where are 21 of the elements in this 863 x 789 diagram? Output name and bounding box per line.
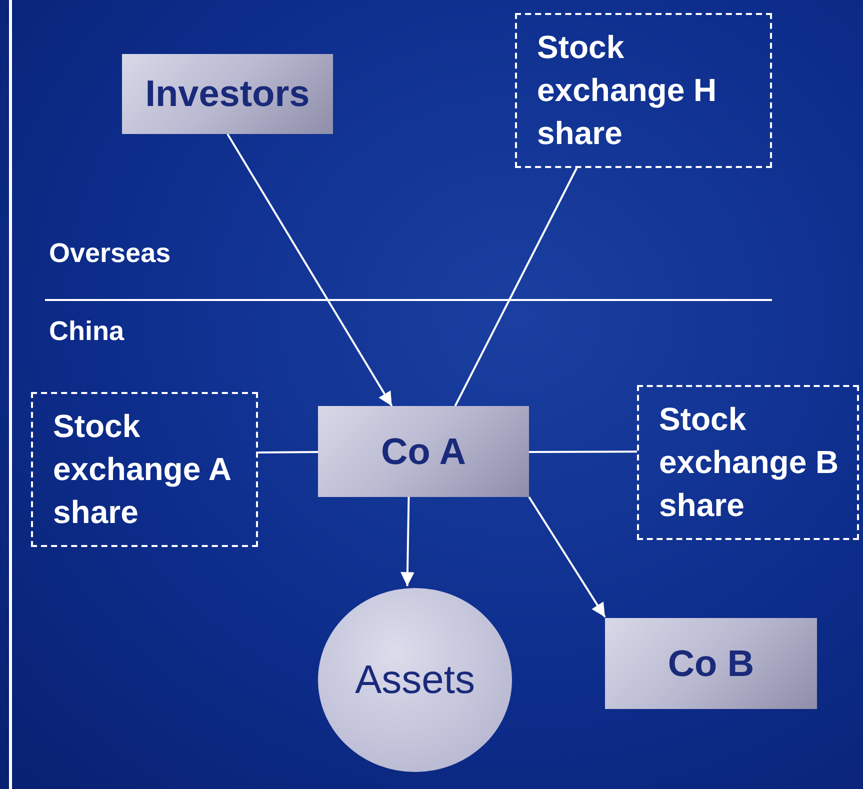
connector-line: [454, 168, 578, 406]
arrow: [400, 496, 414, 586]
box-label: Co A: [381, 430, 466, 472]
exchange-box: [515, 13, 772, 168]
region-label: China: [49, 316, 124, 347]
arrow: [226, 133, 393, 407]
region-label: Overseas: [49, 238, 171, 269]
box-label: Stock exchange B share: [659, 400, 840, 526]
investor-box: [122, 54, 333, 134]
arrow: [528, 496, 606, 618]
company-box: [605, 618, 817, 709]
box-label: Investors: [145, 73, 310, 115]
box-label: Stock exchange A share: [53, 406, 232, 532]
connector-line: [529, 450, 637, 453]
box-label: Stock exchange H share: [537, 28, 718, 154]
connector-line: [258, 450, 318, 454]
company-box: [318, 406, 529, 497]
exchange-box: [637, 385, 859, 540]
box-label: Co B: [668, 642, 754, 684]
exchange-box: [31, 392, 258, 547]
box-label: Assets: [354, 658, 476, 702]
